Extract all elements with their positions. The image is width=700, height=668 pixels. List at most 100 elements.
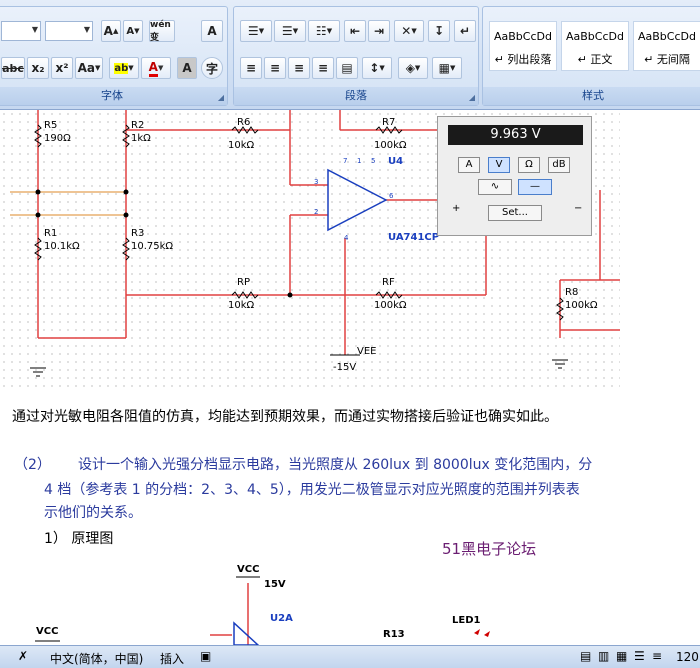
zoom-level[interactable]: 120 (676, 650, 699, 664)
dc-line-icon: — (530, 181, 540, 192)
character-shading-button[interactable]: A (177, 57, 197, 79)
label-u4: U4 (388, 156, 404, 167)
print-layout-view-icon[interactable]: ▤ (580, 649, 592, 663)
font-group: ▼ ▼ A▲ A▼ wén 变 A abc x₂ x² Aa▼ ab▼ A▼ A… (0, 6, 228, 106)
label-vee: VEE (357, 346, 377, 357)
full-screen-view-icon[interactable]: ▥ (598, 649, 610, 663)
subscript-button[interactable]: x₂ (27, 57, 49, 79)
label-r5-value: 190Ω (44, 133, 71, 144)
font-color-button[interactable]: A▼ (141, 57, 171, 79)
label-vcc-top-value: 15V (264, 579, 286, 590)
align-left-icon: ≡ (245, 61, 257, 75)
styles-group: AaBbCcDd ↵ 列出段落 AaBbCcDd ↵ 正文 AaBbCcDd ↵… (482, 6, 700, 106)
label-led1: LED1 (452, 615, 481, 626)
increase-indent-button[interactable]: ⇥ (368, 20, 390, 42)
chevron-down-icon: ▼ (411, 27, 417, 35)
insert-mode-indicator[interactable]: 插入 (160, 652, 185, 666)
numbered-list-icon: ☰ (281, 24, 293, 38)
font-group-label: 字体 (0, 87, 227, 105)
outline-view-icon[interactable]: ☰ (634, 649, 645, 663)
pin-6: 6 (389, 192, 394, 200)
mode-voltmeter-button[interactable]: V (488, 157, 510, 173)
label-rf-value: 100kΩ (374, 300, 407, 311)
paragraph-mark-icon: ↵ (459, 24, 471, 38)
macro-record-icon[interactable]: ▣ (200, 649, 212, 663)
multilevel-list-button[interactable]: ☷▼ (308, 20, 340, 42)
status-bar: ✗ 中文(简体，中国) 插入 ▣ ▤ ▥ ▦ ☰ ≡ 120 (0, 645, 700, 668)
paragraph-group-label: 段落 (234, 87, 478, 105)
dialog-launcher-icon[interactable]: ◢ (468, 93, 475, 102)
web-layout-view-icon[interactable]: ▦ (616, 649, 628, 663)
label-rp-value: 10kΩ (228, 300, 255, 311)
chevron-down-icon: ▼ (292, 27, 299, 35)
align-center-button[interactable]: ≡ (264, 57, 286, 79)
pin-2: 2 (314, 208, 319, 216)
language-indicator[interactable]: 中文(简体，中国) (50, 652, 144, 666)
chinese-layout-button[interactable]: ✕▼ (394, 20, 424, 42)
shading-button[interactable]: ◈▼ (398, 57, 428, 79)
grow-font-button[interactable]: A▲ (101, 20, 121, 42)
label-rp: RP (237, 277, 250, 288)
pin-7: 7 (343, 157, 348, 165)
change-case-button[interactable]: Aa▼ (75, 57, 103, 79)
dc-mode-button[interactable]: — (518, 179, 552, 195)
bullets-button[interactable]: ☰▼ (240, 20, 272, 42)
dialog-launcher-icon[interactable]: ◢ (217, 93, 224, 102)
ac-mode-button[interactable]: ∿ (478, 179, 512, 195)
line-spacing-button[interactable]: ↕▼ (362, 57, 392, 79)
borders-button[interactable]: ▦▼ (432, 57, 462, 79)
label-r3: R3 (131, 228, 145, 239)
highlight-button[interactable]: ab▼ (109, 57, 139, 79)
label-vcc-top: VCC (237, 564, 260, 575)
multimeter-display: 9.963 V (448, 125, 583, 145)
list-number: （2） (14, 457, 51, 473)
style-normal[interactable]: AaBbCcDd ↵ 正文 (561, 21, 629, 71)
show-marks-button[interactable]: ↵ (454, 20, 476, 42)
circuit-schematic (10, 110, 620, 377)
sort-button[interactable]: ↧ (428, 20, 450, 42)
enclose-characters-button[interactable]: 字 (201, 57, 223, 79)
multimeter-panel[interactable]: 9.963 V A V Ω dB ∿ — Set... + − (437, 116, 592, 236)
set-button[interactable]: Set... (488, 205, 542, 221)
distributed-button[interactable]: ▤ (336, 57, 358, 79)
negative-terminal-icon: − (574, 203, 583, 214)
list-item-line3: 示他们的关系。 (44, 505, 142, 521)
font-size-combo[interactable]: ▼ (45, 21, 93, 41)
character-border-button[interactable]: A (201, 20, 223, 42)
align-right-button[interactable]: ≡ (288, 57, 310, 79)
draft-view-icon[interactable]: ≡ (652, 649, 663, 663)
paragraph-text: 通过对光敏电阻各阻值的仿真，均能达到预期效果，而通过实物搭接后验证也确实如此。 (12, 409, 558, 425)
mode-db-button[interactable]: dB (548, 157, 570, 173)
mode-ammeter-button[interactable]: A (458, 157, 480, 173)
align-center-icon: ≡ (269, 61, 281, 75)
label-r3-value: 10.75kΩ (131, 241, 174, 252)
superscript-button[interactable]: x² (51, 57, 73, 79)
strikethrough-button[interactable]: abc (1, 57, 25, 79)
sine-wave-icon: ∿ (490, 181, 500, 192)
circuit-simulation-image: R5 190Ω R2 1kΩ R6 10kΩ R7 100kΩ R1 10.1k… (0, 110, 620, 388)
label-r8-value: 100kΩ (565, 300, 598, 311)
phonetic-guide-button[interactable]: wén 变 (149, 20, 175, 43)
font-name-combo[interactable]: ▼ (1, 21, 41, 41)
label-vcc-left: VCC (36, 626, 59, 637)
chevron-down-icon: ▼ (379, 64, 385, 72)
label-r2: R2 (131, 120, 145, 131)
chevron-down-icon: ▼ (31, 25, 38, 34)
label-r1-value: 10.1kΩ (44, 241, 80, 252)
style-list-paragraph[interactable]: AaBbCcDd ↵ 列出段落 (489, 21, 557, 71)
shrink-font-button[interactable]: A▼ (123, 20, 143, 42)
decrease-indent-button[interactable]: ⇤ (344, 20, 366, 42)
spell-check-icon[interactable]: ✗ (18, 649, 29, 663)
circuit2-schematic (35, 576, 490, 645)
align-left-button[interactable]: ≡ (240, 57, 262, 79)
mode-ohmmeter-button[interactable]: Ω (518, 157, 540, 173)
label-r6: R6 (237, 117, 251, 128)
styles-group-label: 样式 (483, 87, 700, 105)
label-r13: R13 (383, 629, 405, 640)
label-u2a: U2A (270, 613, 293, 624)
style-no-spacing[interactable]: AaBbCcDd ↵ 无间隔 (633, 21, 700, 71)
justify-button[interactable]: ≡ (312, 57, 334, 79)
document-page[interactable]: R5 190Ω R2 1kΩ R6 10kΩ R7 100kΩ R1 10.1k… (0, 110, 700, 645)
chevron-down-icon: ▼ (83, 25, 90, 34)
numbering-button[interactable]: ☰▼ (274, 20, 306, 42)
